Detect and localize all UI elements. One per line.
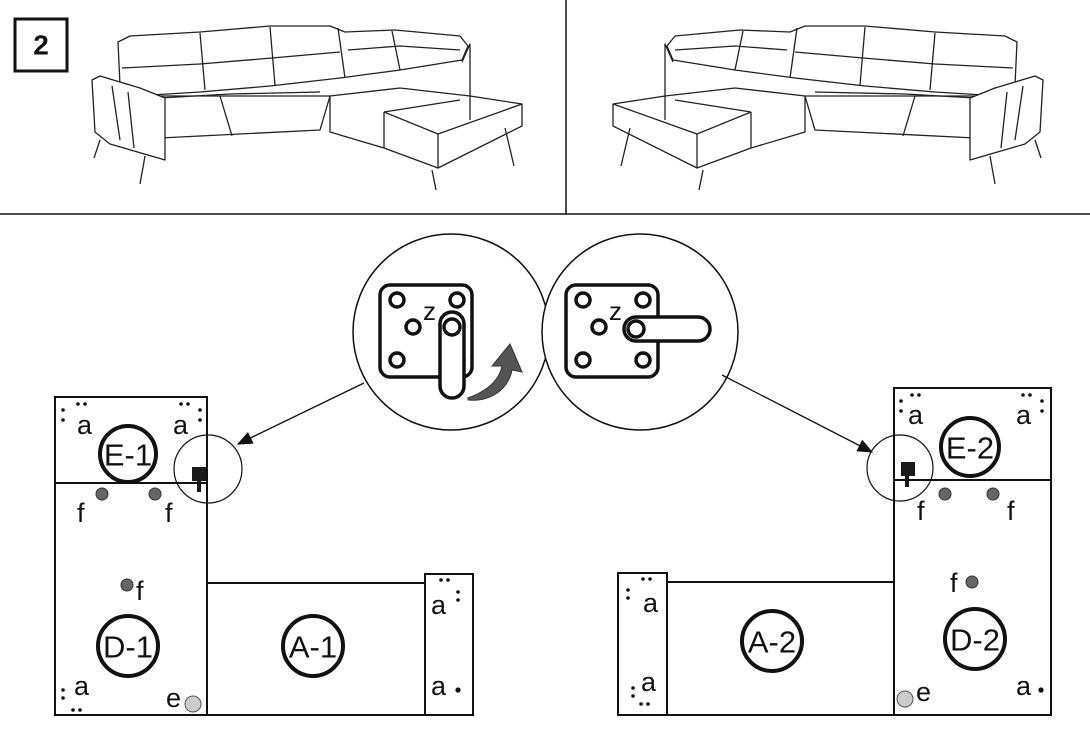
cam-lock-icon — [192, 467, 206, 492]
detail-circle-locked: z — [541, 233, 739, 431]
bolt-label-f: f — [77, 498, 85, 528]
module-a2-circle — [740, 609, 804, 673]
module-e2-circle — [939, 416, 1001, 478]
module-d1-label: D-1 — [103, 630, 153, 665]
bolt-label-a: a — [173, 410, 189, 440]
bolt-label-f: f — [1007, 496, 1015, 526]
module-d2-circle — [943, 607, 1007, 671]
bolt-label-f: f — [136, 576, 144, 606]
module-a1-circle — [281, 614, 345, 678]
hole-markers-right — [626, 393, 1044, 706]
pointer-arrows — [236, 374, 874, 453]
pin-label-e: e — [166, 683, 181, 713]
pin-e-marker — [184, 695, 202, 713]
module-a1-label: A-1 — [289, 630, 337, 665]
module-a1-arm-outline — [424, 573, 474, 716]
bolt-label-a: a — [1016, 400, 1032, 430]
top-frame — [0, 0, 1090, 215]
bolt-f-markers-right — [938, 487, 1000, 589]
module-e2-label: E-2 — [946, 431, 994, 466]
bolt-label-a: a — [641, 667, 657, 697]
cam-lever-horizontal-icon — [622, 315, 712, 343]
bolt-label-a: a — [643, 588, 659, 618]
bolt-f-markers — [95, 487, 162, 592]
pin-e-marker — [896, 690, 914, 708]
lock-plate-icon-locked — [564, 283, 660, 379]
module-a2-label: A-2 — [748, 625, 796, 660]
floor-plan-right: E-2 D-2 A-2 a a a a a f f f e — [617, 387, 1052, 716]
pointer-arrow-left — [236, 382, 365, 445]
module-e1-label: E-1 — [104, 438, 152, 473]
step-number: 2 — [33, 30, 49, 61]
detail-callout-circle-right — [866, 434, 934, 502]
floor-plan-left: E-1 D-1 A-1 a a a a a f f f — [54, 396, 474, 716]
step-number-box: 2 — [13, 17, 69, 73]
lock-label-locked: z — [609, 296, 622, 326]
detail-circle-open: z — [352, 233, 550, 431]
detail-callout-circle-left — [173, 434, 243, 504]
bolt-label-a: a — [77, 410, 93, 440]
pin-label-e: e — [916, 677, 931, 707]
bolt-label-f: f — [917, 496, 925, 526]
sofa-illustration-right — [612, 25, 1044, 191]
hole-markers — [61, 402, 461, 712]
bolt-label-a: a — [908, 400, 924, 430]
bolt-label-a: a — [431, 590, 447, 620]
cam-lever-vertical-icon — [438, 310, 466, 400]
module-d2-label: D-2 — [950, 623, 1000, 658]
module-d1-circle — [96, 614, 160, 678]
rotate-arrow-icon — [467, 343, 523, 401]
lock-label-open: z — [423, 296, 436, 326]
sofa-illustration-left — [91, 25, 523, 191]
module-a2-arm-outline — [617, 572, 668, 716]
bolt-label-a: a — [1016, 671, 1032, 701]
module-e1-circle — [98, 424, 158, 484]
cam-lock-icon — [901, 462, 915, 487]
bolt-label-f: f — [165, 498, 173, 528]
bolt-label-a: a — [431, 671, 447, 701]
bolt-label-f: f — [950, 568, 958, 598]
pointer-arrow-right — [721, 374, 874, 453]
bolt-label-a: a — [74, 671, 90, 701]
